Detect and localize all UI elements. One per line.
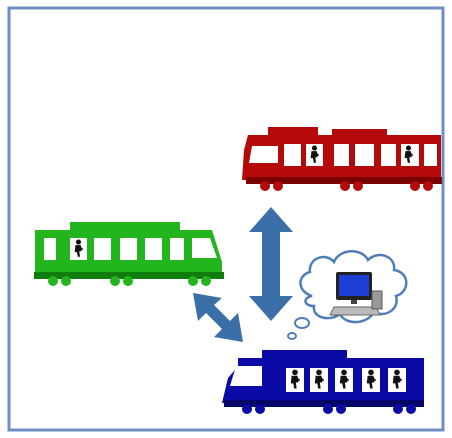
arrow-vertical-icon bbox=[249, 207, 293, 321]
green-train bbox=[34, 222, 224, 286]
blue-train bbox=[222, 350, 424, 414]
computer-icon bbox=[329, 272, 383, 316]
red-train bbox=[242, 127, 442, 191]
thought-cloud-icon bbox=[287, 250, 408, 340]
arrow-diagonal-icon bbox=[193, 293, 243, 342]
